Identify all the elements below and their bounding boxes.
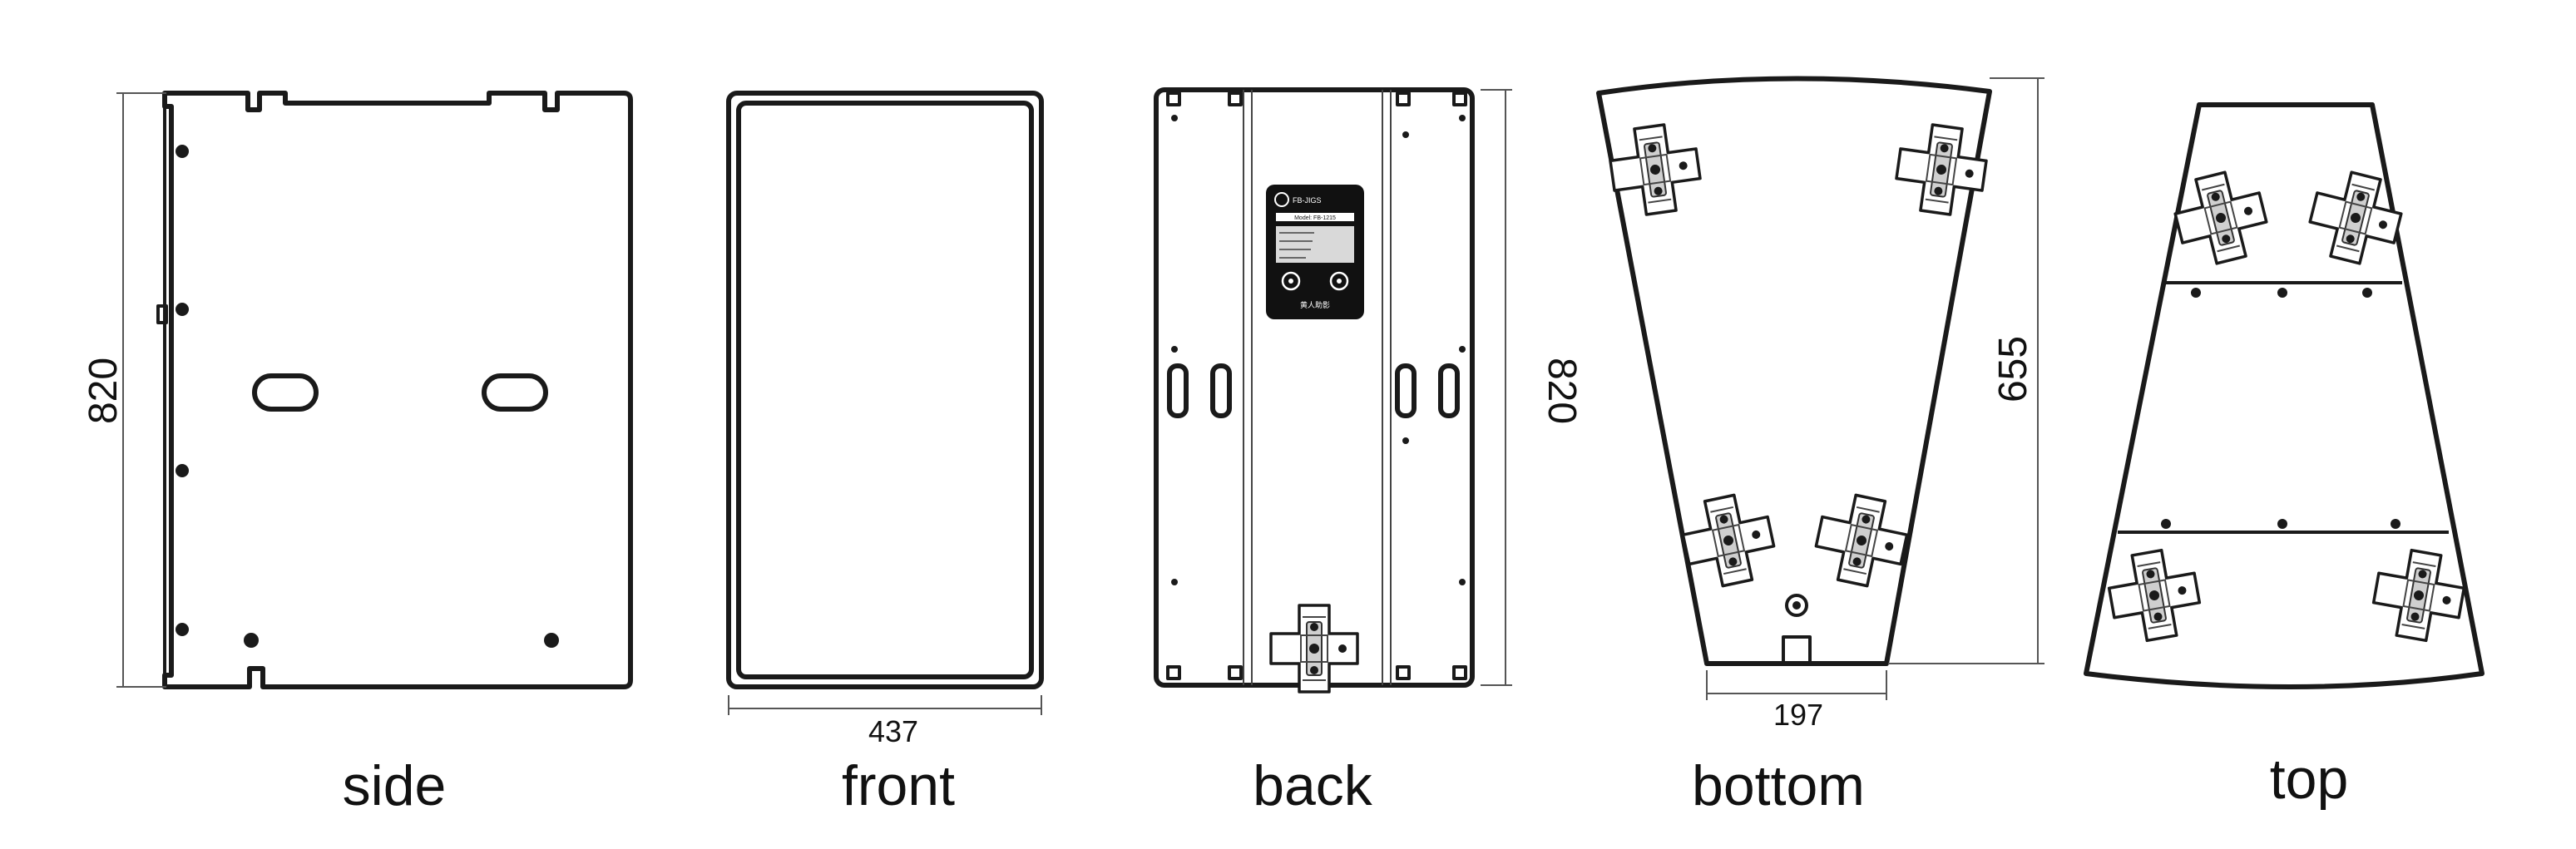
top-view-label: top bbox=[2270, 748, 2349, 811]
back-panel-footer: 黄人助影 bbox=[1300, 300, 1330, 309]
side-handle-left bbox=[252, 373, 319, 412]
bottom-outline bbox=[1596, 76, 1992, 666]
back-input-panel: FB-JIGS Model: FB-1215 黄人助影 bbox=[1266, 185, 1364, 319]
back-height-dimension: 820 bbox=[1540, 358, 1584, 424]
top-outline bbox=[2084, 102, 2485, 689]
front-grille bbox=[736, 101, 1034, 679]
back-panel-model: Model: FB-1215 bbox=[1294, 215, 1336, 221]
side-outline bbox=[162, 91, 633, 689]
bottom-view: 655 197 bottom bbox=[1596, 76, 2044, 817]
back-view-label: back bbox=[1253, 754, 1373, 817]
back-panel-brand: FB-JIGS bbox=[1293, 196, 1322, 205]
side-height-dimension: 820 bbox=[82, 358, 126, 424]
back-handle-1 bbox=[1167, 363, 1189, 418]
front-view: 437 front bbox=[726, 91, 1044, 817]
back-handle-4 bbox=[1438, 363, 1460, 418]
back-handle-2 bbox=[1210, 363, 1232, 418]
bottom-view-label: bottom bbox=[1692, 754, 1865, 817]
front-view-label: front bbox=[842, 754, 955, 817]
bottom-width-dimension: 197 bbox=[1773, 698, 1823, 732]
back-outline bbox=[1154, 87, 1475, 688]
side-view-label: side bbox=[343, 754, 447, 817]
side-view: 820 side bbox=[82, 91, 633, 817]
top-view: top bbox=[2084, 102, 2485, 811]
back-view: FB-JIGS Model: FB-1215 黄人助影 820 back bbox=[1154, 87, 1584, 817]
back-handle-3 bbox=[1395, 363, 1417, 418]
side-handle-right bbox=[482, 373, 548, 412]
front-width-dimension: 437 bbox=[868, 714, 918, 748]
bottom-height-dimension: 655 bbox=[1991, 336, 2035, 402]
front-outline bbox=[726, 91, 1044, 689]
